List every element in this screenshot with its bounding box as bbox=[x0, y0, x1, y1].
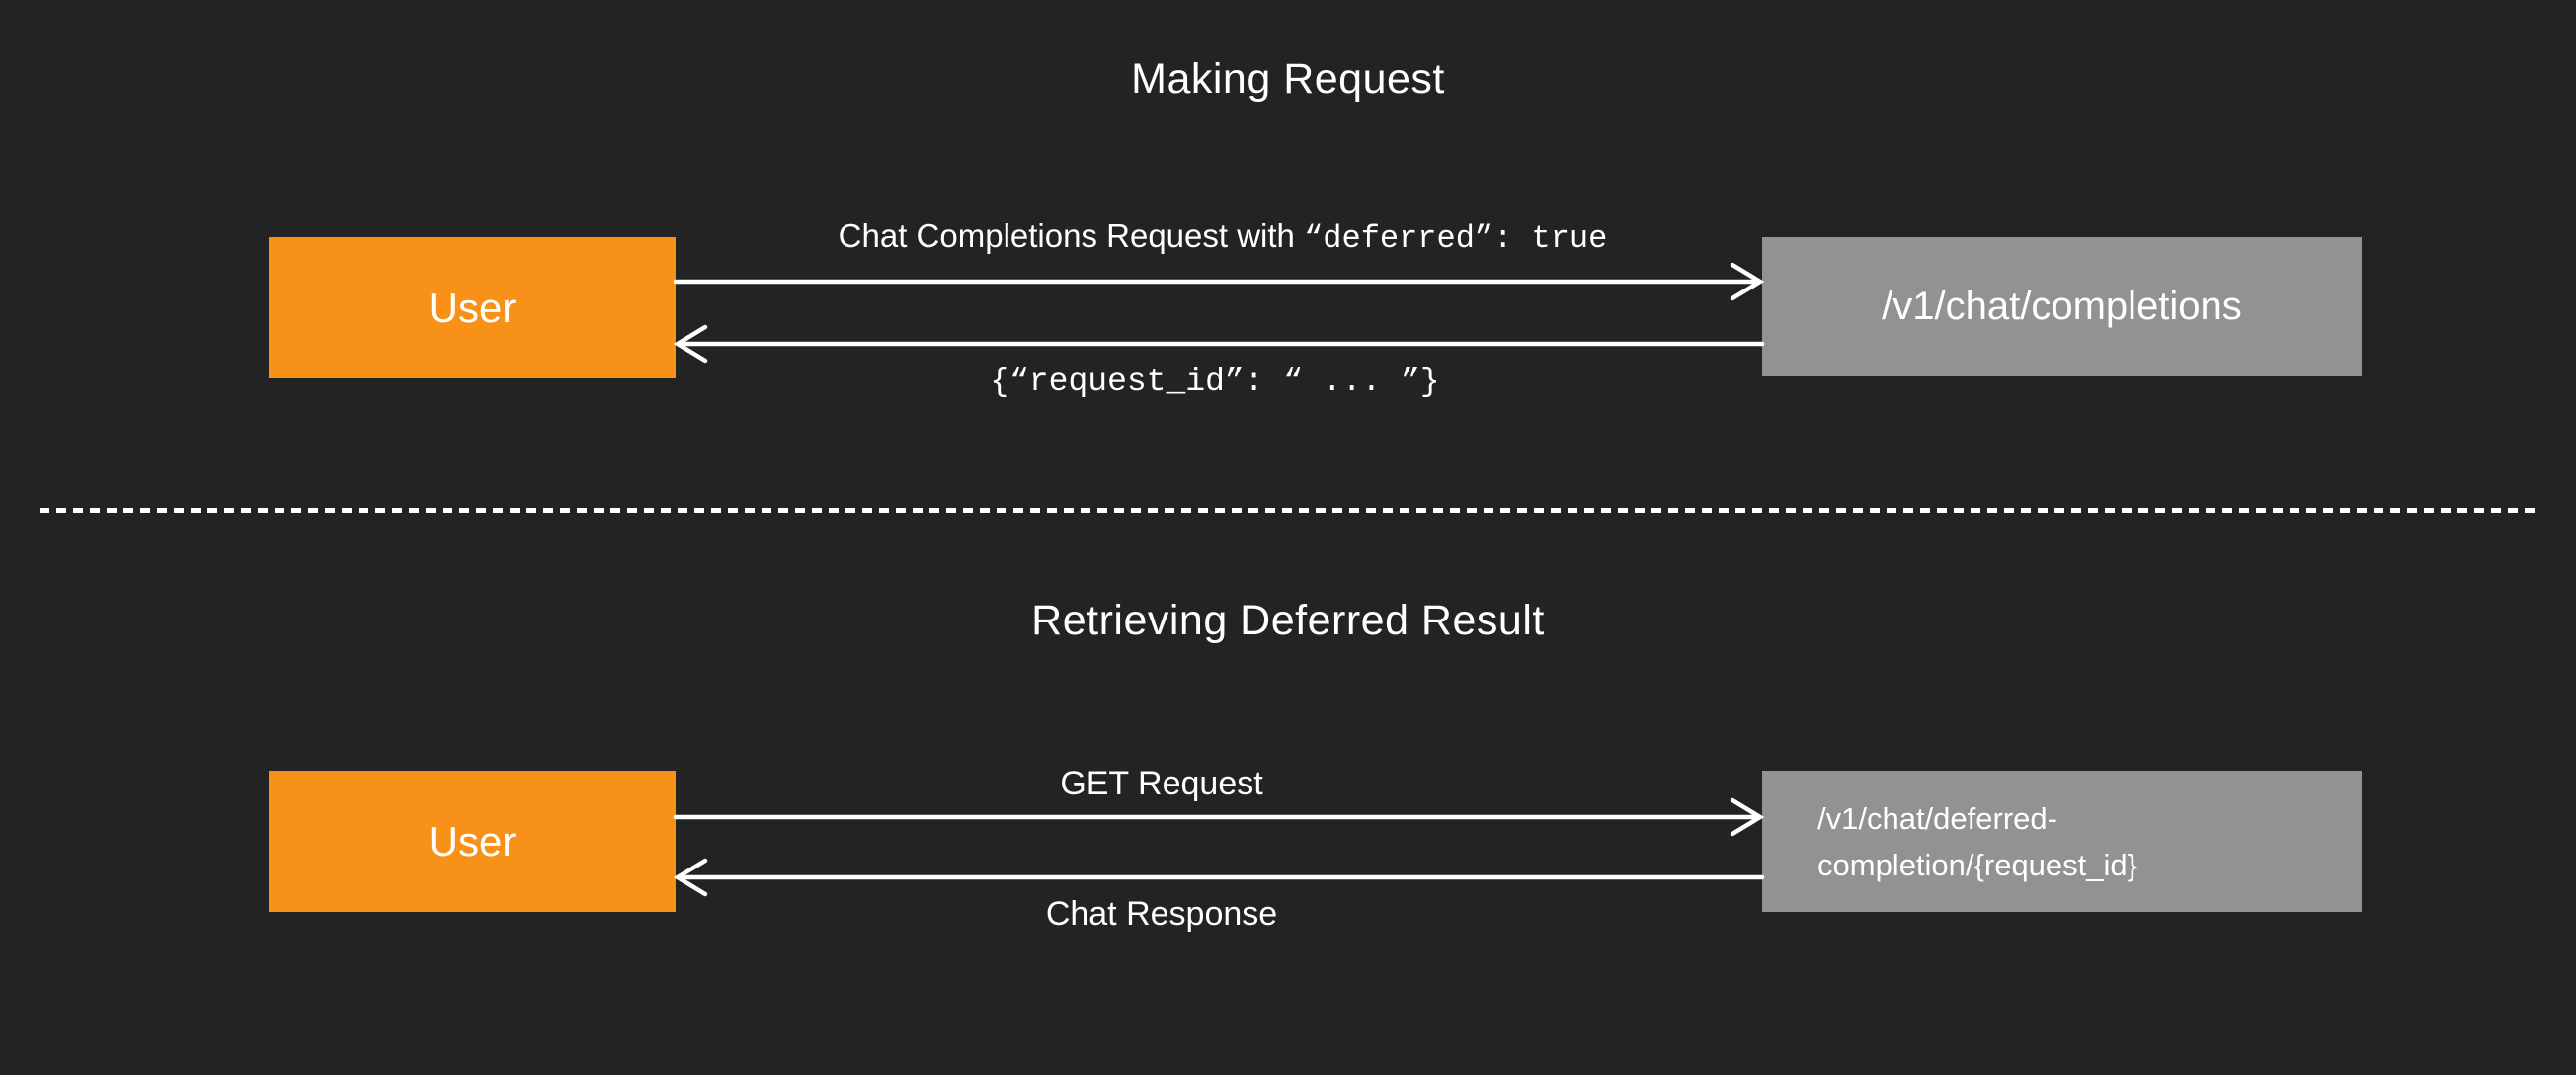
endpoint-box-label-line1: /v1/chat/deferred- bbox=[1817, 800, 2057, 836]
endpoint-box-chat-completions: /v1/chat/completions bbox=[1762, 237, 2362, 376]
request-arrow-label: Chat Completions Request with “deferred”… bbox=[839, 217, 1608, 257]
endpoint-box-deferred-completion: /v1/chat/deferred- completion/{request_i… bbox=[1762, 771, 2362, 912]
dashed-divider bbox=[40, 508, 2536, 513]
arrowhead-right-icon bbox=[1730, 262, 1765, 301]
arrowhead-right-icon bbox=[1730, 797, 1765, 837]
endpoint-box-label: /v1/chat/completions bbox=[1882, 285, 2242, 328]
user-box-retrieving-result: User bbox=[269, 771, 676, 912]
arrowhead-left-icon bbox=[673, 858, 708, 897]
request-label-code: “deferred”: true bbox=[1304, 220, 1608, 257]
user-box-label: User bbox=[428, 817, 517, 865]
get-request-arrow bbox=[673, 797, 1765, 837]
chat-response-arrow-label: Chat Response bbox=[1045, 895, 1278, 933]
section-title-making-request: Making Request bbox=[1131, 55, 1445, 103]
response-arrow-label: {“request_id”: “ ... ”} bbox=[990, 364, 1440, 400]
section-title-retrieving-deferred-result: Retrieving Deferred Result bbox=[1031, 597, 1545, 644]
get-request-arrow-label: GET Request bbox=[1060, 765, 1263, 802]
chat-response-arrow bbox=[673, 858, 1765, 897]
user-box-making-request: User bbox=[269, 237, 676, 378]
user-box-label: User bbox=[428, 284, 517, 331]
arrowhead-left-icon bbox=[673, 324, 708, 364]
request-arrow bbox=[673, 262, 1765, 301]
endpoint-box-label-line2: completion/{request_id} bbox=[1817, 847, 2138, 882]
response-arrow bbox=[673, 324, 1765, 364]
request-label-text: Chat Completions Request with bbox=[838, 217, 1305, 254]
